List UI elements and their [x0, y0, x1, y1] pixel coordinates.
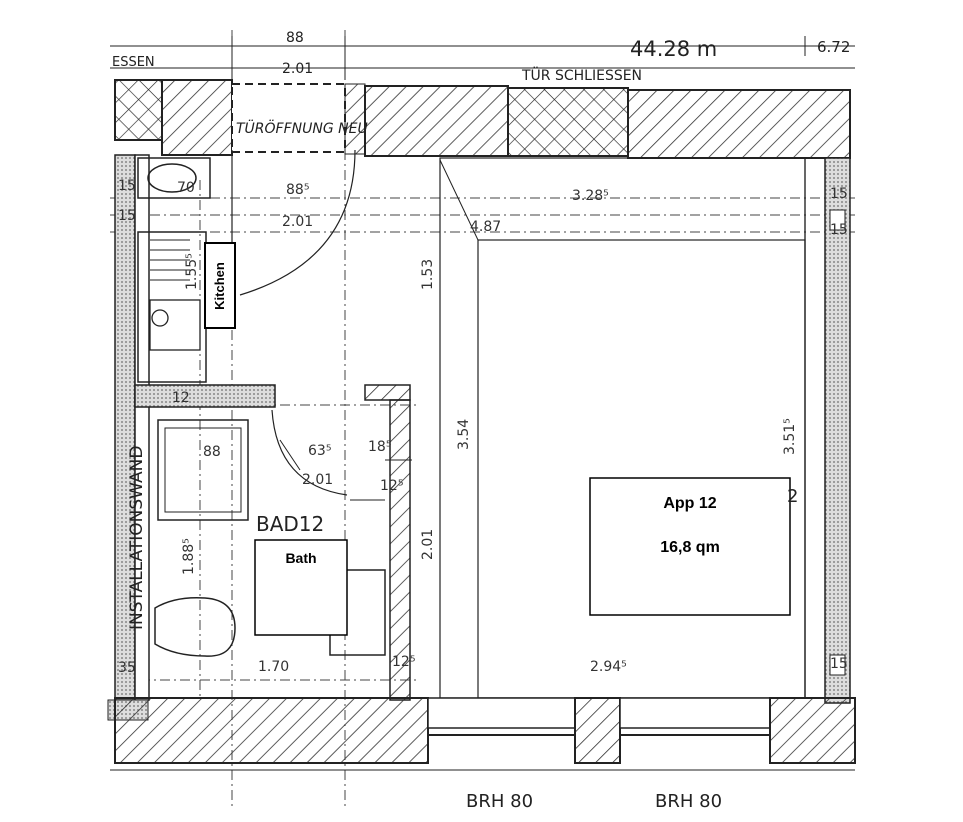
dim-15b: 15 [830, 186, 848, 202]
apartment-box [589, 477, 791, 616]
door-close-label: TÜR SCHLIESSEN [521, 66, 642, 84]
dim-12: 12 [172, 390, 190, 406]
dim-35: 35 [118, 660, 136, 676]
kitchenette [137, 157, 211, 383]
bath-room-label: BAD12 [256, 512, 324, 536]
dim-201c: 2.01 [420, 529, 436, 560]
dim-170: 1.70 [258, 659, 289, 675]
dim-328: 3.28⁵ [572, 188, 609, 204]
dim-88a: 88⁵ [286, 182, 309, 198]
kitchen-label: Kitchen [212, 262, 227, 310]
dim-15d: 15 [830, 222, 848, 238]
dim-88b: 88 [203, 444, 221, 460]
window-left-label: BRH 80 [466, 791, 533, 812]
top-partial-label: 88 [286, 30, 304, 46]
bath-box [254, 539, 348, 636]
dim-125b: 12⁵ [392, 654, 415, 670]
dim-354: 3.54 [456, 419, 472, 450]
dim-125a: 12⁵ [380, 478, 403, 494]
dim-487: 4.87 [470, 219, 501, 235]
apartment-area-label: 16,8 qm [660, 539, 720, 556]
dim-15a: 15 [118, 178, 136, 194]
bottom-wall [110, 697, 856, 771]
right-wall [824, 157, 851, 704]
window-right-label: BRH 80 [655, 791, 722, 812]
installation-wall-label: INSTALLATIONSWAND [127, 446, 147, 630]
kitchen-box [204, 242, 236, 329]
dim-153: 1.53 [420, 259, 436, 290]
top-dimension-line [110, 36, 855, 80]
room-fragment-label: 2 [787, 486, 798, 507]
bath-label: Bath [285, 550, 316, 566]
apartment-id-label: App 12 [663, 495, 716, 512]
dim-15e: 15 [830, 656, 848, 672]
kitchen-bath-wall [134, 384, 276, 408]
left-fragment-label: ESSEN [112, 55, 155, 70]
dim-635: 63⁵ [308, 443, 331, 459]
top-wall [114, 79, 851, 159]
left-wall [107, 154, 150, 721]
dim-70: 70 [177, 180, 195, 196]
dim-201a: 2.01 [282, 214, 313, 230]
door-width-label: 2.01 [282, 61, 313, 77]
dim-188: 1.88⁵ [181, 538, 197, 575]
dim-2945: 2.94⁵ [590, 659, 627, 675]
dim-155: 1.55⁵ [184, 253, 200, 290]
main-room [439, 157, 806, 699]
dim-15c: 15 [118, 208, 136, 224]
dim-201b: 2.01 [302, 472, 333, 488]
dim-3515: 3.51⁵ [782, 418, 798, 455]
total-length-label: 44.28 m [630, 37, 717, 61]
partial-right-label: 6.72 [817, 38, 850, 56]
dim-185: 18⁵ [368, 439, 391, 455]
door-opening-label: TÜRÖFFNUNG NEU [236, 119, 368, 137]
